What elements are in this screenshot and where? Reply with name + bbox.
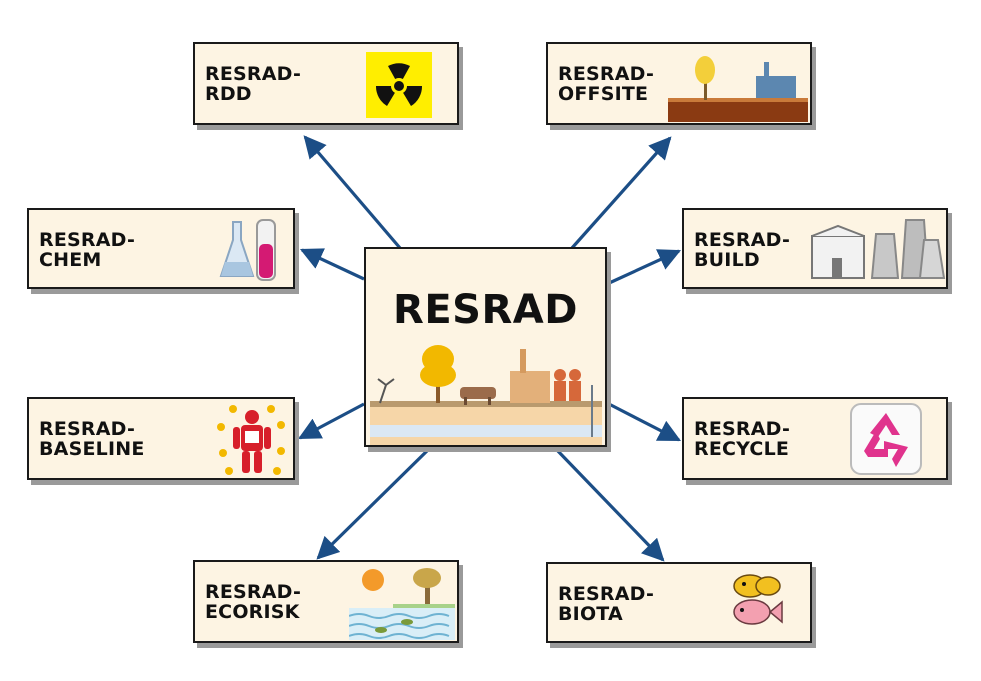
module-name: BUILD	[694, 249, 760, 271]
module-name: BASELINE	[39, 438, 145, 460]
module-line1: RESRAD-	[205, 581, 302, 603]
module-box-build[interactable]: RESRAD- BUILD	[682, 208, 948, 289]
module-line1: RESRAD-	[694, 418, 791, 440]
module-line1: RESRAD-	[694, 229, 791, 251]
module-line1: RESRAD-	[558, 63, 655, 85]
module-box-recycle[interactable]: RESRAD- RECYCLE	[682, 397, 948, 480]
arrow-to-build	[606, 249, 682, 286]
module-name: OFFSITE	[558, 83, 649, 105]
arrow-to-chem	[299, 248, 365, 281]
module-box-biota[interactable]: RESRAD- BIOTA	[546, 562, 812, 643]
module-name: CHEM	[39, 249, 102, 271]
module-box-chem[interactable]: RESRAD- CHEM	[27, 208, 295, 289]
module-line1: RESRAD-	[558, 583, 655, 605]
module-line1: RESRAD-	[205, 63, 302, 85]
arrow-to-offsite	[570, 136, 672, 250]
arrow-to-biota	[553, 446, 665, 562]
arrow-to-ecorisk	[316, 446, 432, 560]
arrow-to-rdd	[303, 135, 402, 250]
resrad-title: RESRAD	[393, 287, 578, 333]
module-name: ECORISK	[205, 601, 300, 623]
module-box-ecorisk[interactable]: RESRAD- ECORISK	[193, 560, 459, 643]
module-name: RDD	[205, 83, 252, 105]
human-dose-icon	[217, 405, 285, 475]
arrow-to-recycle	[606, 401, 681, 442]
module-box-rdd[interactable]: RESRAD- RDD	[193, 42, 459, 125]
module-box-offsite[interactable]: RESRAD- OFFSITE	[546, 42, 812, 125]
lab-flask-icon	[219, 219, 276, 281]
module-name: RECYCLE	[694, 438, 790, 460]
fish-biota-icon	[733, 574, 783, 625]
module-line1: RESRAD-	[39, 229, 136, 251]
building-cooling-towers-icon	[811, 219, 946, 279]
radiation-trefoil-icon	[366, 52, 432, 118]
recycle-icon	[850, 403, 922, 475]
module-box-baseline[interactable]: RESRAD- BASELINE	[27, 397, 295, 480]
module-line1: RESRAD-	[39, 418, 136, 440]
resrad-center-box[interactable]: RESRAD	[364, 247, 607, 447]
module-name: BIOTA	[558, 603, 623, 625]
arrow-to-baseline	[298, 402, 365, 440]
water-sun-tree-icon	[349, 568, 455, 640]
landscape-offsite-icon	[668, 56, 808, 122]
environment-scene-icon	[370, 345, 602, 445]
